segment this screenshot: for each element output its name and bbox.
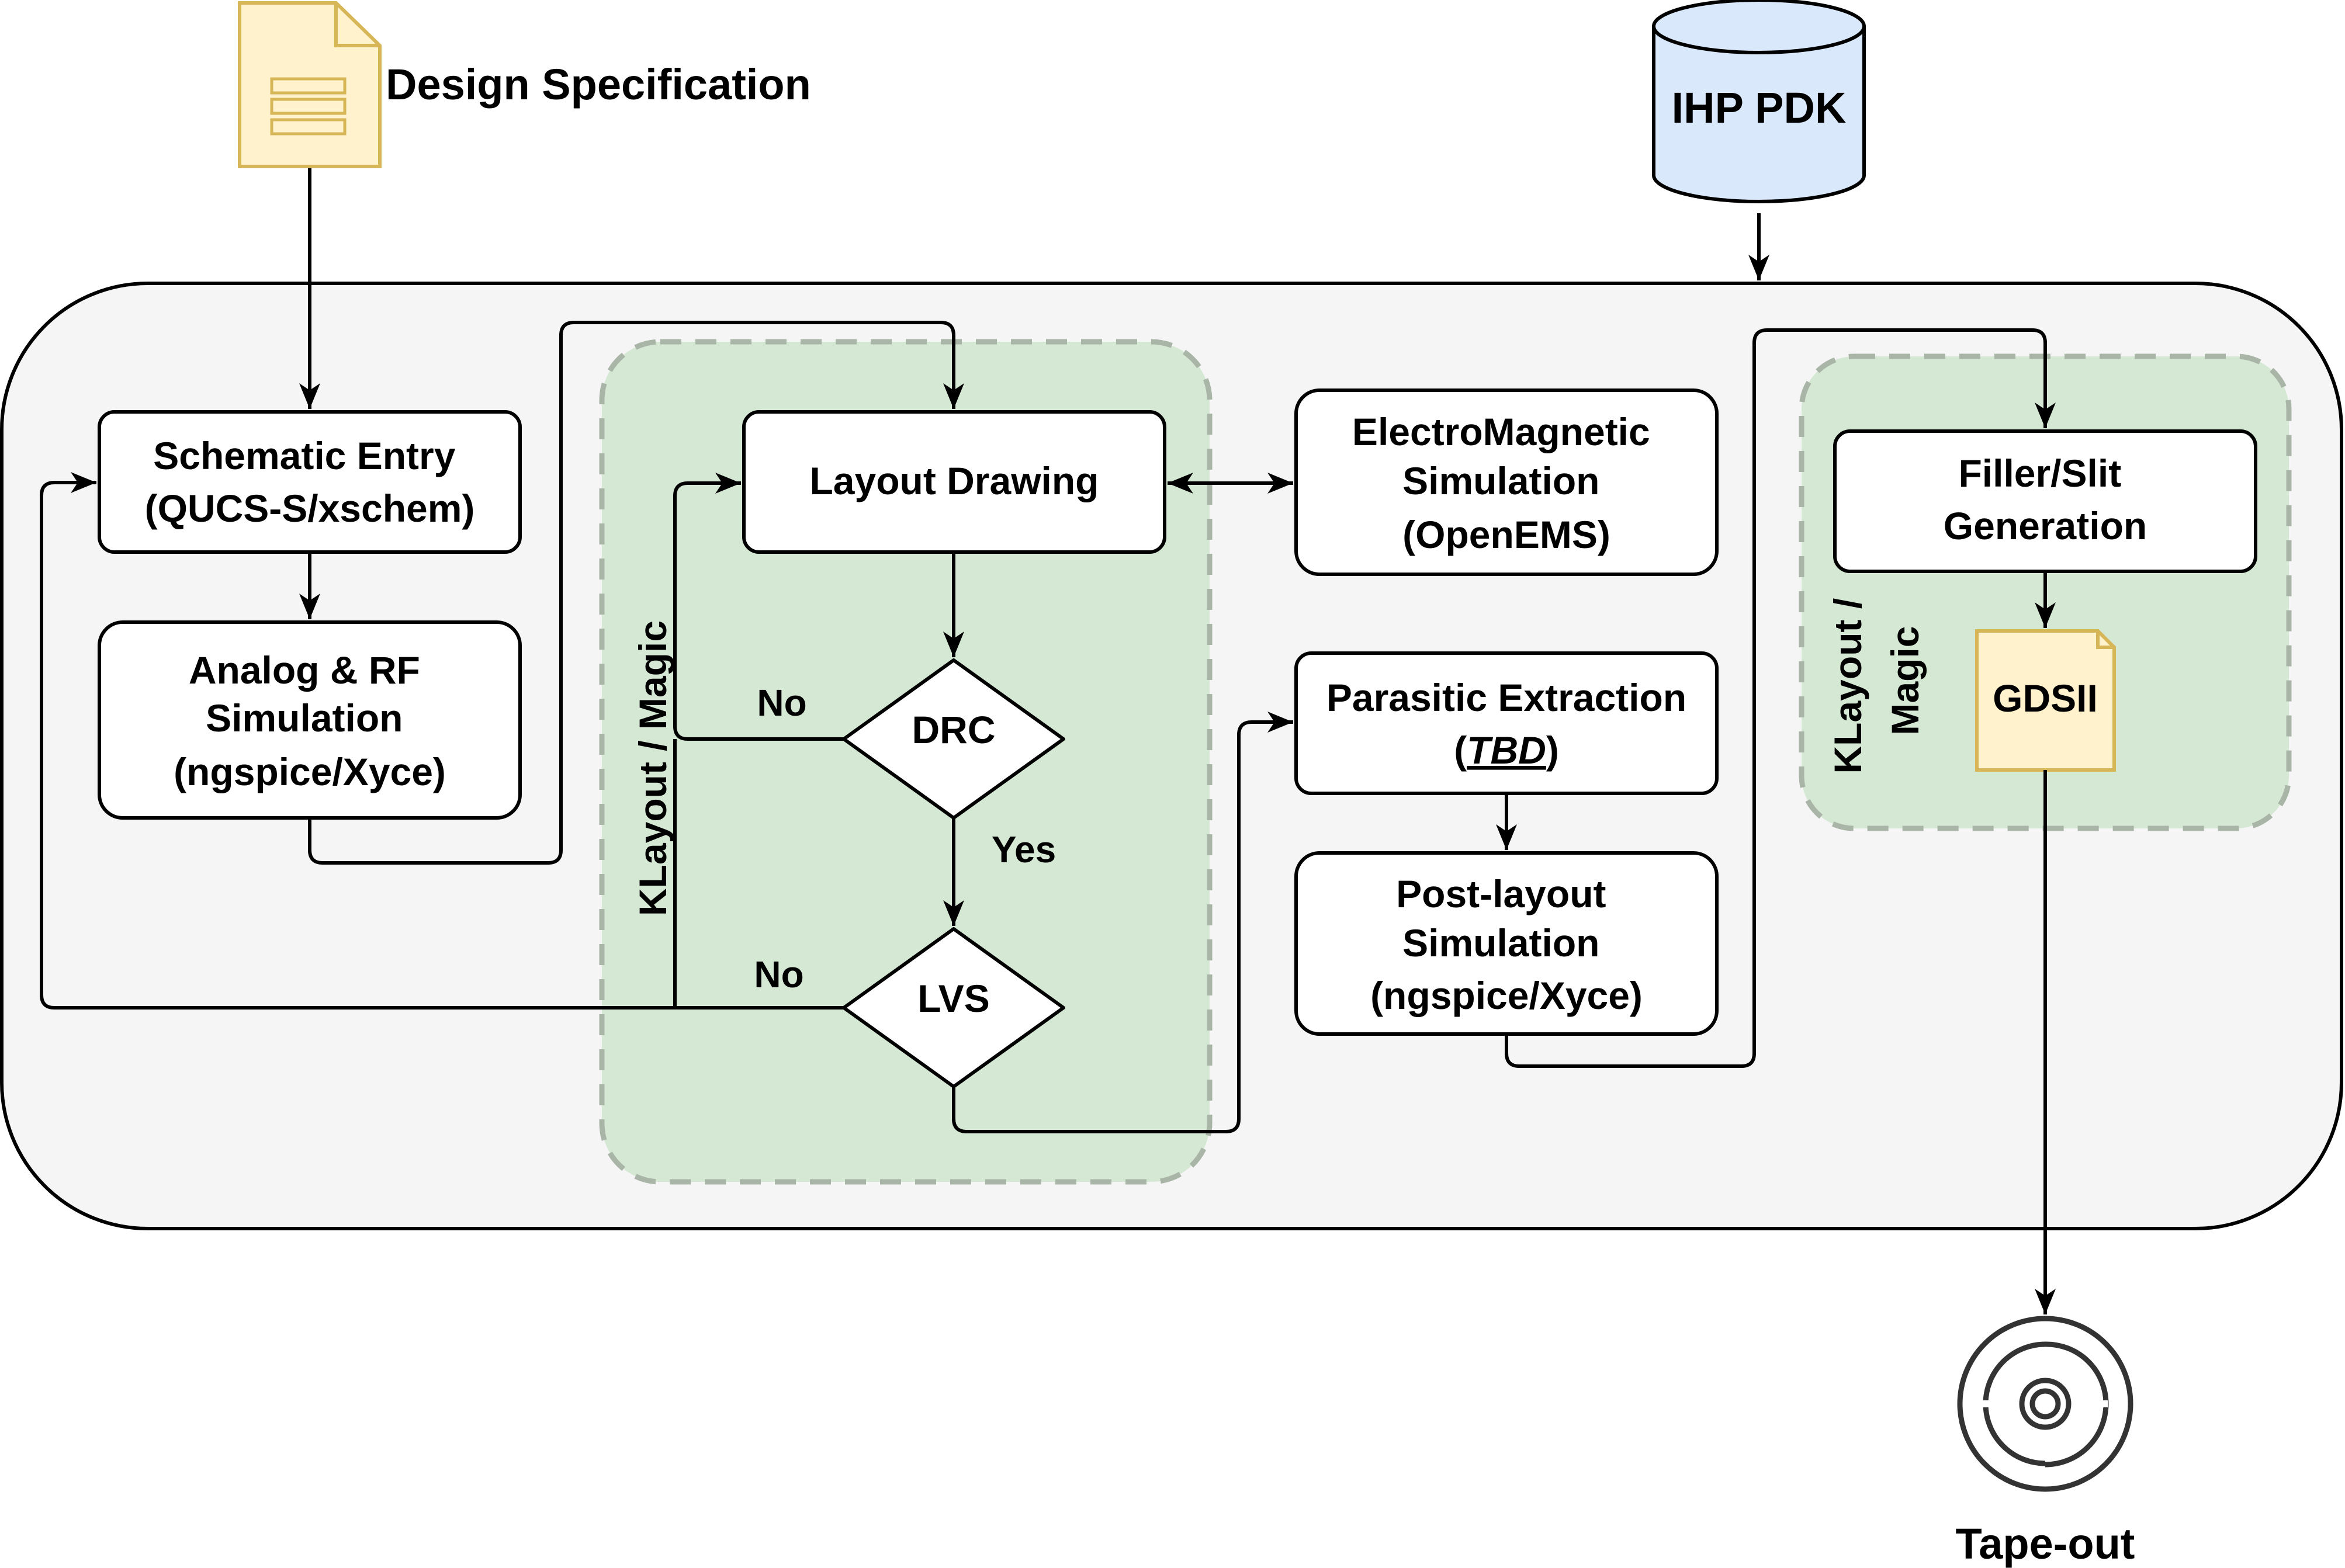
drc-yes-label: Yes [992,828,1056,870]
edge-simulation-to-layout [308,321,964,865]
gdsii-document-icon [1975,629,2116,772]
gdsii-label: GDSII [1993,677,2098,720]
pdk-database-icon [1652,0,1866,203]
design-spec-label: Design Specification [386,60,811,109]
lvs-label: LVS [917,977,989,1020]
parasitic-extraction-label: Parasitic Extraction [1326,676,1686,719]
em-simulation-label: ElectroMagnetic Simulation (OpenEMS) [1352,410,1661,556]
lvs-no-label: No [754,953,803,995]
klayout-magic-group-right-label: KLayout / Magic [1826,587,1927,773]
em-simulation-box[interactable] [1294,388,1719,576]
design-spec-document-icon [238,1,382,168]
edge-drc-no-to-layout [673,473,844,741]
edge-postlayout-to-filler [1505,328,2056,1068]
parasitic-extraction-box[interactable] [1294,651,1719,795]
pdk-label: IHP PDK [1672,84,1847,132]
edge-lvs-no-to-schematic [40,472,844,1010]
schematic-entry-label: Schematic Entry (QUCS-S/xschem) [145,434,475,530]
schematic-entry-box[interactable] [98,410,522,554]
layout-drawing-label: Layout Drawing [809,459,1099,502]
drc-label: DRC [912,708,996,751]
analog-rf-simulation-label: Analog & RF Simulation (ngspice/Xyce) [174,648,446,793]
parasitic-extraction-tool: (TBD) [1454,729,1559,772]
tape-out-disc-icon [1957,1316,2133,1492]
post-layout-simulation-label: Post-layout Simulation (ngspice/Xyce) [1370,872,1643,1017]
tape-out-label: Tape-out [1956,1520,2135,1568]
edge-lvs-to-parasitic [952,712,1293,1133]
filler-slit-generation-label: Filler/Slit Generation [1944,452,2147,547]
drc-no-label: No [757,682,806,724]
klayout-magic-group-left-label: KLayout / Magic [631,620,674,916]
